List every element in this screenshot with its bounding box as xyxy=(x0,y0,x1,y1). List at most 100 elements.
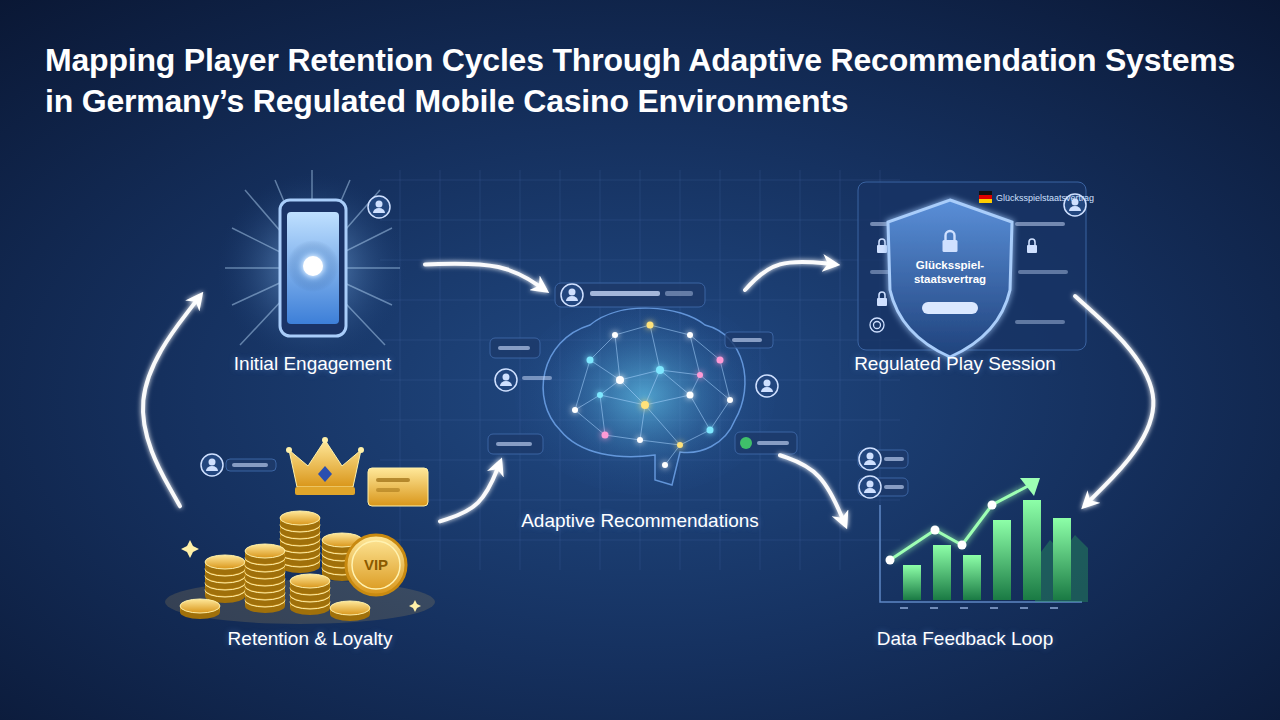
profile-card xyxy=(522,376,552,380)
profile-card xyxy=(590,291,660,296)
growth-chart xyxy=(988,501,997,510)
phone-illustration xyxy=(303,256,323,276)
growth-chart xyxy=(1020,478,1040,496)
connector-group xyxy=(143,262,1153,525)
brain-network xyxy=(602,432,609,439)
growth-chart xyxy=(884,485,904,489)
profile-card xyxy=(488,283,797,454)
stage-node: Retention & Loyalty xyxy=(180,435,440,651)
brain-network xyxy=(572,322,733,469)
profile-card xyxy=(757,441,789,445)
loyalty-coins xyxy=(322,437,328,443)
compliance-shield xyxy=(870,318,884,332)
brain-network xyxy=(616,376,624,384)
brain-network xyxy=(677,442,683,448)
compliance-shield xyxy=(943,231,958,252)
loyalty-coins xyxy=(180,599,220,619)
stage-node: Data Feedback Loop xyxy=(845,440,1085,651)
diagram-title: Mapping Player Retention Cycles Through … xyxy=(45,40,1245,122)
phone-illustration xyxy=(280,200,346,336)
growth-chart xyxy=(958,541,967,550)
profile-card xyxy=(488,434,543,454)
compliance-shield xyxy=(1015,320,1065,324)
grid xyxy=(380,170,900,570)
profile-card xyxy=(495,369,517,391)
cycle-arrow xyxy=(440,463,500,522)
profile-card xyxy=(498,346,530,350)
loyalty-coins xyxy=(289,440,361,487)
brain-network xyxy=(637,437,643,443)
phone-illustration xyxy=(217,170,407,363)
profile-card xyxy=(555,283,705,307)
phone-illustration xyxy=(287,240,339,292)
loyalty-coins xyxy=(376,488,400,492)
compliance-shield xyxy=(922,302,978,314)
brain-network xyxy=(612,332,618,338)
growth-chart xyxy=(1053,518,1071,600)
growth-chart xyxy=(900,607,1058,609)
brain-network xyxy=(662,462,668,468)
shield-text: Glücksspiel- staatsvertrag xyxy=(904,258,996,286)
brain-network xyxy=(515,295,775,495)
brain-network xyxy=(697,372,703,378)
loyalty-coins xyxy=(368,468,428,506)
loyalty-coins xyxy=(346,535,406,595)
cycle-arrow xyxy=(1075,296,1153,505)
stage-label: Regulated Play Session xyxy=(835,352,1075,376)
brain-network xyxy=(717,357,724,364)
profile-card xyxy=(665,291,693,296)
brain-network xyxy=(587,357,594,364)
loyalty-coins xyxy=(280,511,320,531)
loyalty-coins xyxy=(201,454,223,476)
compliance-shield xyxy=(1015,222,1065,226)
brain-network xyxy=(641,401,649,409)
growth-chart xyxy=(1023,500,1041,600)
loyalty-coins xyxy=(286,447,292,453)
growth-chart xyxy=(963,555,981,600)
loyalty-coins xyxy=(226,459,276,471)
growth-chart xyxy=(884,457,904,461)
cycle-arrow xyxy=(745,262,835,290)
brain-network xyxy=(687,392,694,399)
growth-chart xyxy=(859,476,881,498)
brain-network xyxy=(515,295,775,495)
brain-network xyxy=(687,332,693,338)
growth-chart xyxy=(993,520,1011,600)
profile-card xyxy=(735,432,797,454)
growth-chart xyxy=(859,448,881,470)
stage-label: Initial Engagement xyxy=(200,352,425,376)
compliance-shield xyxy=(979,195,992,199)
loyalty-coins xyxy=(245,544,285,564)
phone-illustration xyxy=(287,212,339,324)
loyalty-coins xyxy=(295,487,355,495)
compliance-shield xyxy=(1018,270,1068,274)
stage-node: Adaptive Recommendations xyxy=(500,290,780,533)
growth-chart xyxy=(890,486,1028,560)
compliance-shield xyxy=(1027,239,1037,253)
profile-card xyxy=(740,437,752,449)
growth-chart xyxy=(858,448,1088,608)
cycle-arrow xyxy=(780,455,845,524)
phone-illustration xyxy=(368,196,390,218)
profile-card xyxy=(732,338,762,342)
brain-network xyxy=(597,392,603,398)
phone-illustration xyxy=(225,170,400,345)
brain-network xyxy=(543,308,745,485)
compliance-shield xyxy=(877,239,887,253)
brain-network xyxy=(575,325,730,465)
growth-chart xyxy=(931,526,940,535)
compliance-shield xyxy=(874,322,881,329)
stage-node: Initial Engagement xyxy=(200,190,425,376)
loyalty-coins xyxy=(358,447,364,453)
stage-label: Data Feedback Loop xyxy=(845,627,1085,651)
loyalty-coins xyxy=(165,437,435,624)
profile-card xyxy=(490,338,540,358)
compliance-shield xyxy=(888,200,1012,357)
growth-chart xyxy=(903,565,921,600)
cycle-arrow xyxy=(143,296,200,506)
profile-card xyxy=(725,332,773,348)
compliance-shield xyxy=(979,199,992,203)
stage-label: Adaptive Recommendations xyxy=(500,509,780,533)
profile-card xyxy=(496,442,532,446)
